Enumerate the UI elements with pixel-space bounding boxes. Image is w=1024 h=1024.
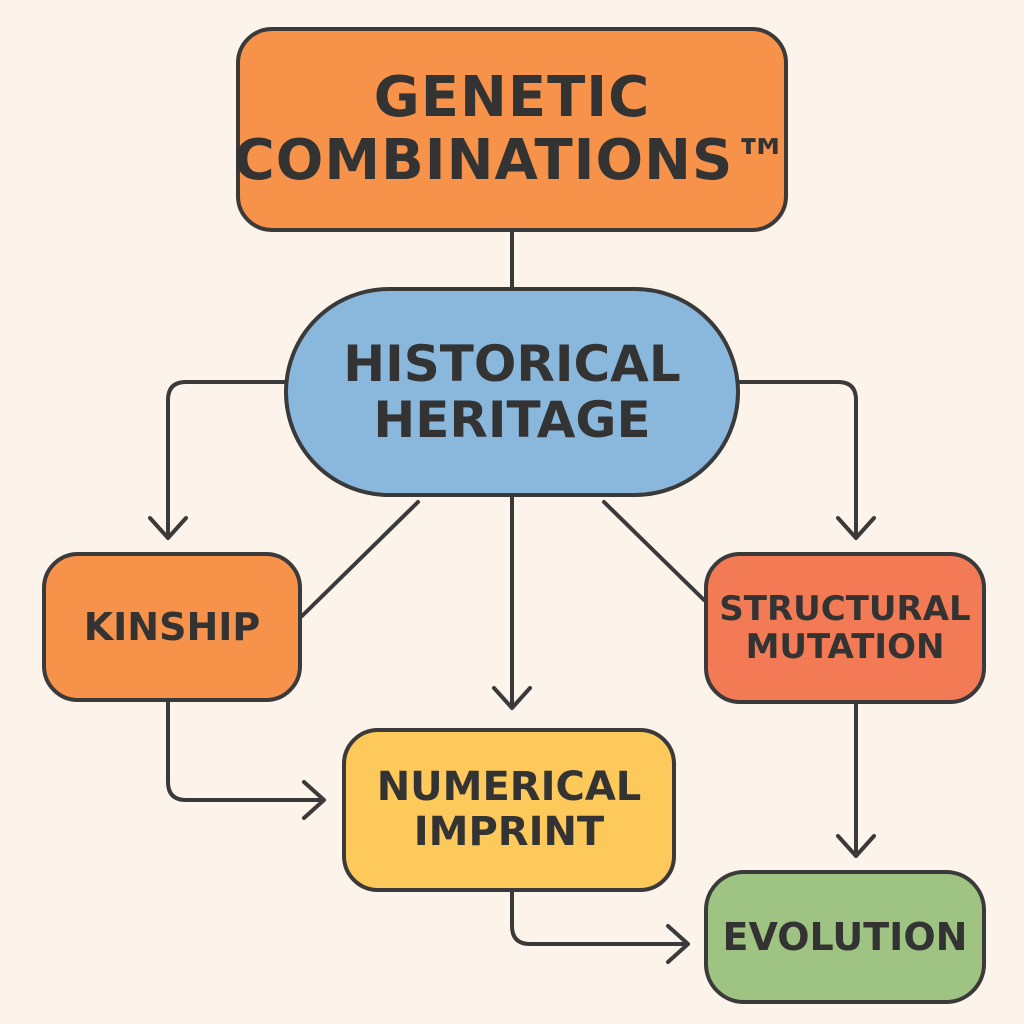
node-historical-heritage-line2: HERITAGE xyxy=(373,391,651,449)
arrowhead-evolution-top xyxy=(836,834,876,858)
node-evolution: EVOLUTION xyxy=(704,870,986,1004)
connector-historical-to-kinship-diagonal xyxy=(300,500,420,618)
node-historical-heritage-line1: HISTORICAL xyxy=(343,335,681,393)
connector-numerical-to-evolution-arrow xyxy=(510,890,688,946)
node-evolution-label: EVOLUTION xyxy=(722,914,968,959)
node-historical-heritage: HISTORICAL HERITAGE xyxy=(284,287,740,497)
connector-kinship-to-numerical-arrow xyxy=(166,700,324,802)
node-numerical-imprint: NUMERICAL IMPRINT xyxy=(342,728,676,892)
node-numerical-imprint-line2: IMPRINT xyxy=(413,809,605,855)
node-genetic-combinations: GENETIC COMBINATIONS™ xyxy=(233,27,791,232)
arrowhead-numerical xyxy=(492,686,532,710)
node-structural-mutation-line1: STRUCTURAL xyxy=(719,588,971,629)
arrowhead-kinship xyxy=(148,516,188,540)
node-genetic-combinations-line1: GENETIC xyxy=(373,64,651,130)
node-structural-mutation-line2: MUTATION xyxy=(745,627,945,667)
node-kinship: KINSHIP xyxy=(42,552,302,702)
connector-historical-to-structural-diagonal xyxy=(602,500,706,602)
connector-historical-to-kinship-arrow xyxy=(166,380,290,538)
arrowhead-numerical-left xyxy=(302,780,326,820)
node-structural-mutation: STRUCTURAL MUTATION xyxy=(704,552,986,704)
node-numerical-imprint-line1: NUMERICAL xyxy=(376,764,642,811)
node-genetic-combinations-line2: COMBINATIONS™ xyxy=(233,127,791,193)
arrowhead-structural xyxy=(836,516,876,540)
node-kinship-label: KINSHIP xyxy=(83,604,261,649)
arrowhead-evolution-left xyxy=(666,924,690,964)
connector-historical-to-structural-arrow xyxy=(736,380,858,538)
